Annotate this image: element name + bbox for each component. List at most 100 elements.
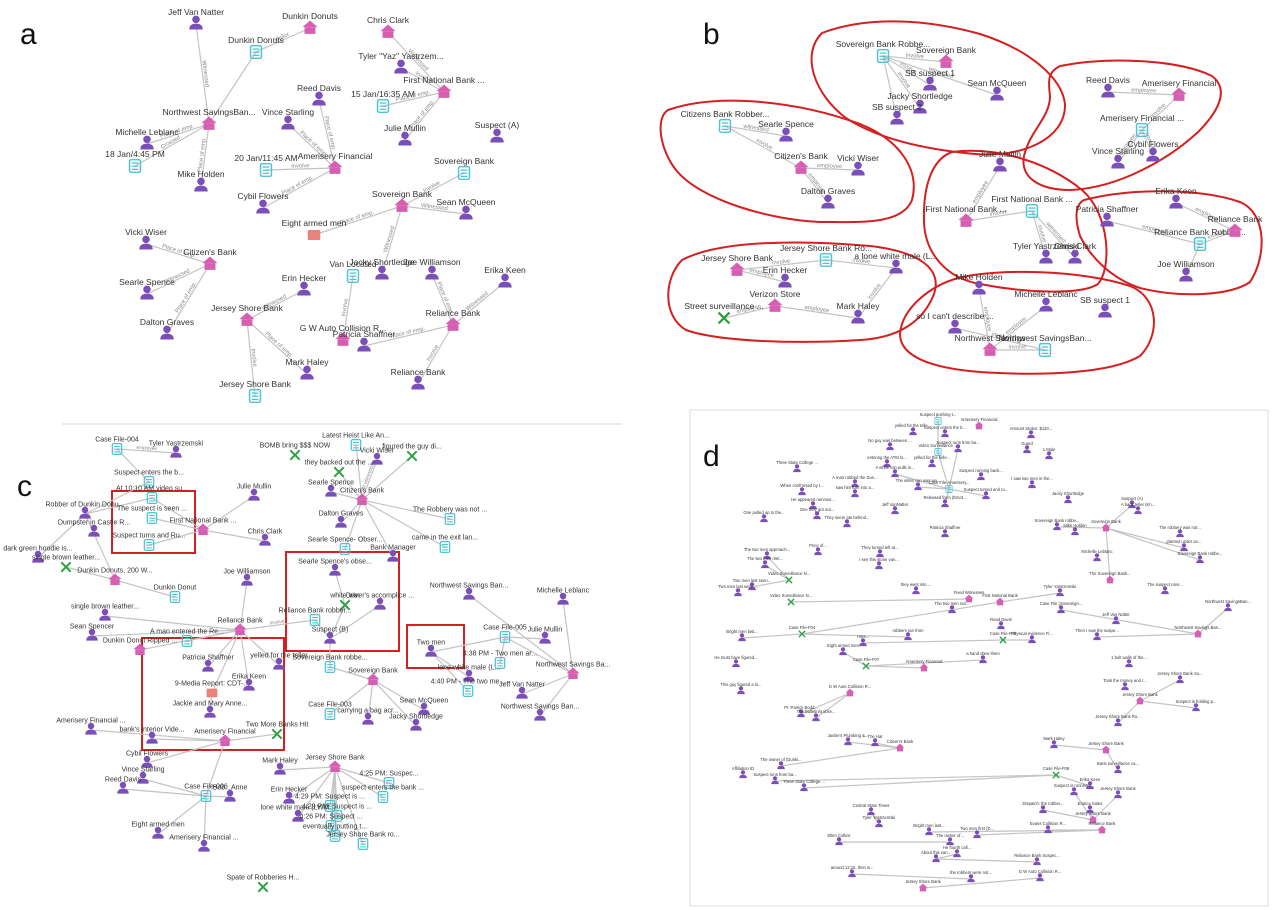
graph-node-person[interactable]: Suspect runs from ba... <box>753 772 797 785</box>
graph-node-person[interactable]: No guy was between ... <box>868 438 912 451</box>
graph-node-person[interactable]: lone white male (LWM... <box>261 804 336 822</box>
graph-node-person[interactable]: carrying a bag acr... <box>337 707 399 725</box>
graph-node-person[interactable]: Dalton Graves <box>140 317 194 340</box>
graph-node-document[interactable]: Sovereign Bank <box>434 156 495 181</box>
graph-node-person[interactable]: They turned left at... <box>861 545 899 558</box>
graph-node-person[interactable]: Sean McQueen <box>967 78 1027 101</box>
graph-node-person[interactable]: Jeff VanNatter <box>882 502 909 515</box>
graph-node-location[interactable]: Dunkin Donuts <box>282 11 338 34</box>
graph-node-event[interactable]: white van <box>329 592 360 611</box>
graph-node-person[interactable]: The two men ran... <box>935 601 970 614</box>
graph-node-document[interactable]: Suspect turns and Ru... <box>112 532 186 552</box>
graph-node-location[interactable]: Jersey Shore Bank <box>1122 692 1159 705</box>
graph-node-person[interactable]: yelled for the teller <box>250 652 308 670</box>
graph-node-person[interactable]: Mark Haley <box>286 357 330 380</box>
graph-node-person[interactable]: Patricia Shaffner <box>333 329 396 352</box>
graph-node-document[interactable]: came in the exit lan... <box>412 534 478 554</box>
graph-node-group[interactable]: 9-Media Report: CDT-... <box>175 680 249 698</box>
graph-node-person[interactable]: Took the money and r... <box>1103 678 1147 691</box>
graph-node-person[interactable]: Vicki Wiser <box>837 153 879 176</box>
graph-node-person[interactable]: robbers ran from <box>893 628 924 641</box>
graph-node-person[interactable]: G W Auto Collision R... <box>1019 869 1062 882</box>
graph-node-person[interactable]: Suspect runs from ba... <box>936 440 980 453</box>
graph-node-document[interactable]: 20 Jan/11:45 AM <box>234 153 298 178</box>
graph-node-location[interactable]: Reliance Bank <box>1088 821 1116 834</box>
graph-node-document[interactable]: Reliance Bank Robber... <box>1154 227 1246 252</box>
graph-node-person[interactable]: Julie Mullin <box>528 626 563 644</box>
graph-node-person[interactable]: planted under an... <box>1167 539 1202 552</box>
graph-node-person[interactable]: Three State College ... <box>776 460 818 473</box>
graph-node-person[interactable]: Bank surveillance ca... <box>1097 761 1139 774</box>
graph-node-person[interactable]: Northwest SavingsBan... <box>1205 599 1251 612</box>
graph-node-person[interactable]: Patricia Shaffner <box>930 525 961 538</box>
graph-node-event[interactable]: Video Surveillance N... <box>770 593 812 606</box>
graph-node-person[interactable]: Mark Haley <box>262 757 298 775</box>
graph-node-person[interactable]: Julie Mullin <box>384 123 426 146</box>
graph-node-event[interactable]: Video Surveillance N... <box>768 571 810 584</box>
graph-node-person[interactable]: I saw two men in the... <box>1011 476 1053 489</box>
graph-node-person[interactable]: Michelle Leblanc <box>1081 549 1113 562</box>
graph-node-location[interactable]: Sovereign Bank <box>372 189 433 212</box>
graph-node-person[interactable]: Bright men last... <box>913 823 945 836</box>
graph-node-person[interactable]: Jacky Shortledge <box>887 91 953 114</box>
graph-node-person[interactable]: Joe Williamson <box>1157 259 1215 282</box>
graph-node-person[interactable]: Tyler Yastrzemski <box>1013 241 1079 264</box>
graph-node-event[interactable]: Street surveillance ... <box>684 301 764 325</box>
graph-node-person[interactable]: Robber of Dunkin Donu... <box>46 501 125 519</box>
graph-node-person[interactable]: Northwest Savings Ban... <box>430 582 509 600</box>
graph-node-person[interactable]: the robbers were not... <box>950 870 992 883</box>
graph-node-location[interactable]: Jersey Shore Bank <box>905 879 942 892</box>
graph-node-document[interactable]: Sovereign Bank Robbe... <box>836 39 931 64</box>
graph-node-location[interactable]: Citizen's Bank <box>887 739 914 752</box>
graph-node-person[interactable]: When confronted by t... <box>780 483 824 496</box>
graph-node-document[interactable]: Dunkin Donuts <box>228 35 284 60</box>
graph-node-person[interactable]: Vicki Wiser <box>125 227 167 250</box>
graph-node-person[interactable]: Erotica Sales <box>1078 801 1103 814</box>
graph-node-person[interactable]: A white van pulls in... <box>875 465 915 478</box>
graph-node-person[interactable]: The owner of... <box>936 833 964 846</box>
graph-node-person[interactable]: Dispatch: the robber... <box>1023 801 1064 814</box>
graph-node-person[interactable]: Vicki Wiser <box>360 447 395 465</box>
graph-node-event[interactable]: Spate of Robberies H... <box>227 874 300 893</box>
graph-node-location[interactable]: Jersey Shore Bank <box>1075 811 1112 824</box>
graph-node-person[interactable]: About this van... <box>921 850 951 863</box>
graph-node-location[interactable]: G W Auto Collision R... <box>829 684 872 697</box>
graph-node-person[interactable]: yelled for the telle... <box>914 455 950 468</box>
graph-node-person[interactable]: Jacky Shortledge <box>1052 491 1085 504</box>
graph-node-document[interactable]: Case File-006 <box>184 783 228 803</box>
graph-node-person[interactable]: Michelle Leblanc <box>537 587 590 605</box>
graph-node-person[interactable]: SB suspect 2 <box>872 102 922 125</box>
graph-node-person[interactable]: SB suspect 1 <box>905 68 955 91</box>
graph-node-person[interactable]: Ellen Collins <box>827 833 851 846</box>
graph-node-document[interactable]: The suspect is seen ... <box>117 505 187 525</box>
graph-node-location[interactable]: Northwest Savings <box>955 333 1026 356</box>
graph-node-person[interactable]: Erin Hecker <box>763 265 808 288</box>
graph-node-person[interactable]: This guy figured a lo... <box>720 682 762 695</box>
graph-node-person[interactable]: Searle Spence's obse... <box>298 558 372 576</box>
graph-node-person[interactable]: The Bulletin/a ticke... <box>797 709 836 722</box>
graph-node-person[interactable]: Read Davis <box>990 617 1012 630</box>
graph-node-person[interactable]: The suspect runs... <box>1147 582 1183 595</box>
graph-node-document[interactable]: 18 Jan/4:45 PM <box>105 149 165 174</box>
graph-node-person[interactable]: Jacky Shortledge <box>349 257 415 280</box>
graph-node-location[interactable]: Sovereign Bank <box>1091 519 1122 532</box>
graph-node-person[interactable]: Then I saw the suspe... <box>1075 628 1119 641</box>
graph-node-person[interactable]: Bright men last... <box>726 629 758 642</box>
graph-node-person[interactable]: Three State College ... <box>783 779 825 792</box>
graph-node-person[interactable]: Erika Keen <box>1080 777 1101 790</box>
graph-node-person[interactable]: Reliance Bank <box>391 367 447 390</box>
graph-node-person[interactable]: Released from (Emot... <box>923 495 967 508</box>
graph-node-person[interactable]: Tyler Yastrzemski <box>149 440 204 458</box>
graph-node-location[interactable]: Amerisery Financial <box>194 728 256 747</box>
graph-node-document[interactable]: 4:40 PM - The two me... <box>431 678 506 698</box>
graph-node-person[interactable]: Sean Spencer <box>70 623 115 641</box>
graph-node-person[interactable]: Searle Spence <box>119 277 175 300</box>
graph-node-person[interactable]: They seem ate behind... <box>825 515 870 528</box>
graph-node-person[interactable]: Tyler Yastrzemski <box>863 815 896 828</box>
graph-node-document[interactable]: suspect enters the bank ... <box>342 784 424 804</box>
graph-node-person[interactable]: entering the ATM lo... <box>867 455 907 468</box>
graph-node-person[interactable]: The two men approach... <box>744 547 790 560</box>
graph-node-location[interactable]: Amerisery Financial <box>1142 78 1217 101</box>
graph-node-person[interactable]: Patricia Shaffner <box>1076 204 1139 227</box>
graph-node-person[interactable]: Erin Hecker <box>282 273 327 296</box>
